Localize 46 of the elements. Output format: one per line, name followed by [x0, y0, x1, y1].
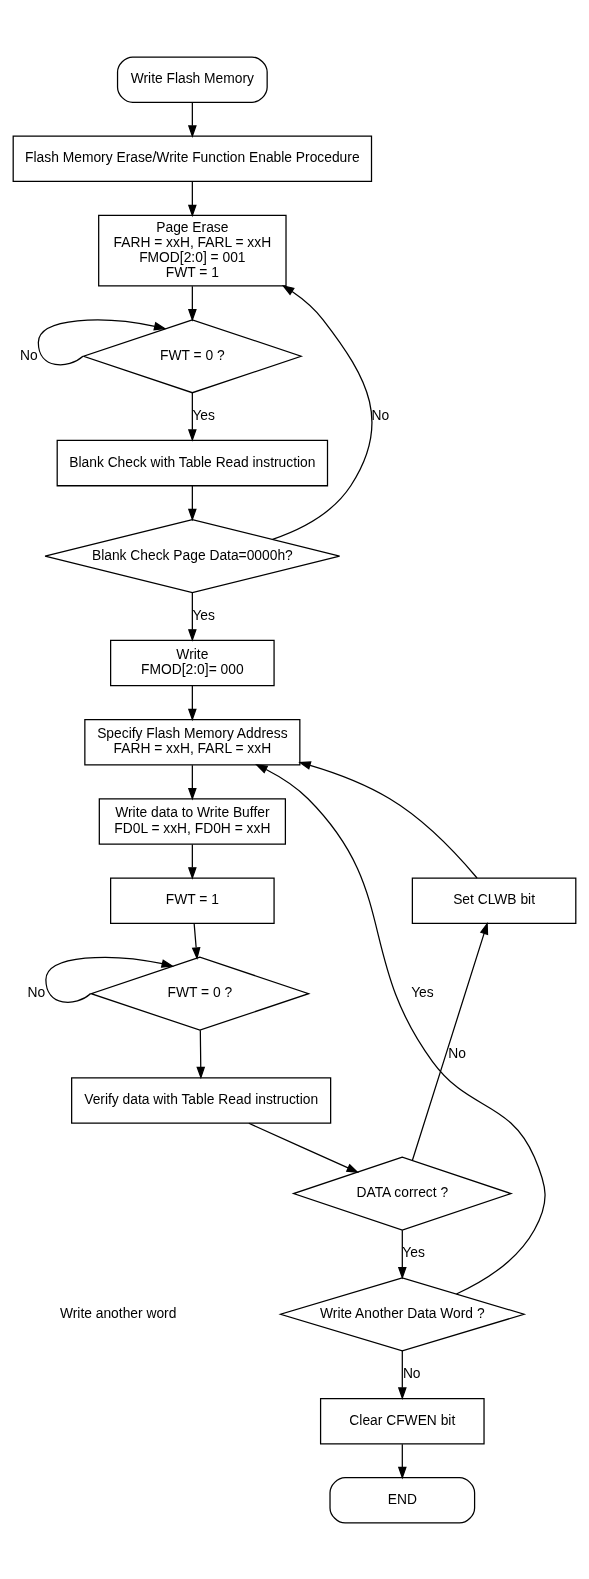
node-box: Clear CFWEN bit [319, 1397, 485, 1444]
node-box: Set CLWB bit [411, 876, 577, 924]
node-box: Flash Memory Erase/Write Function Enable Procedure [12, 135, 373, 182]
edge-label: Yes [402, 1243, 425, 1260]
arrow [187, 101, 197, 138]
node-box: Blank Check with Table Read instruction [56, 439, 329, 486]
arrow [255, 763, 546, 1295]
arrow [187, 285, 197, 322]
edge-label: Yes [192, 606, 215, 623]
edge-label: No [402, 1364, 421, 1381]
node-diamond: Write Another Data Word ? [278, 1276, 527, 1351]
node-diamond: Blank Check Page Data=0000h? [44, 518, 341, 593]
arrow [187, 391, 197, 442]
arrow [187, 843, 197, 880]
arrow [248, 1122, 360, 1173]
arrow [298, 760, 478, 879]
node-box: Page Erase FARH = xxH, FARL = xxH FMOD[2:0] = 001 FWT = 1 [98, 214, 287, 286]
edge-label: No [448, 1044, 466, 1061]
node-diamond: DATA correct ? [291, 1155, 514, 1231]
label: Write another word [59, 1304, 177, 1321]
arrow [191, 922, 201, 960]
arrow [397, 1443, 407, 1479]
node-box: Verify data with Table Read instruction [71, 1076, 332, 1124]
node-box: Write data to Write Buffer FD0L = xxH, FD0H = xxH [98, 797, 286, 845]
edge-label: No [371, 406, 390, 423]
arrow [411, 921, 489, 1161]
arrow [196, 1029, 206, 1079]
arrow [187, 180, 197, 217]
edge-label: Yes [411, 983, 434, 1000]
edge-label: No [20, 346, 38, 363]
edge-label: Yes [192, 406, 215, 423]
arrow [187, 764, 197, 800]
arrow [45, 956, 175, 1003]
arrow [187, 591, 197, 642]
node-box: Write FMOD[2:0]= 000 [110, 639, 275, 686]
arrow [37, 318, 167, 365]
arrow [187, 684, 197, 721]
arrow [271, 284, 373, 540]
node-box: Write Flash Memory [116, 55, 268, 103]
arrow [187, 484, 197, 521]
arrow [397, 1349, 407, 1400]
edge-label: No [27, 983, 46, 1000]
node-box: END [329, 1476, 476, 1524]
arrow [397, 1229, 407, 1279]
node-box: FWT = 1 [110, 876, 275, 924]
node-box: Specify Flash Memory Address FARH = xxH, FARL = xxH [84, 718, 301, 765]
